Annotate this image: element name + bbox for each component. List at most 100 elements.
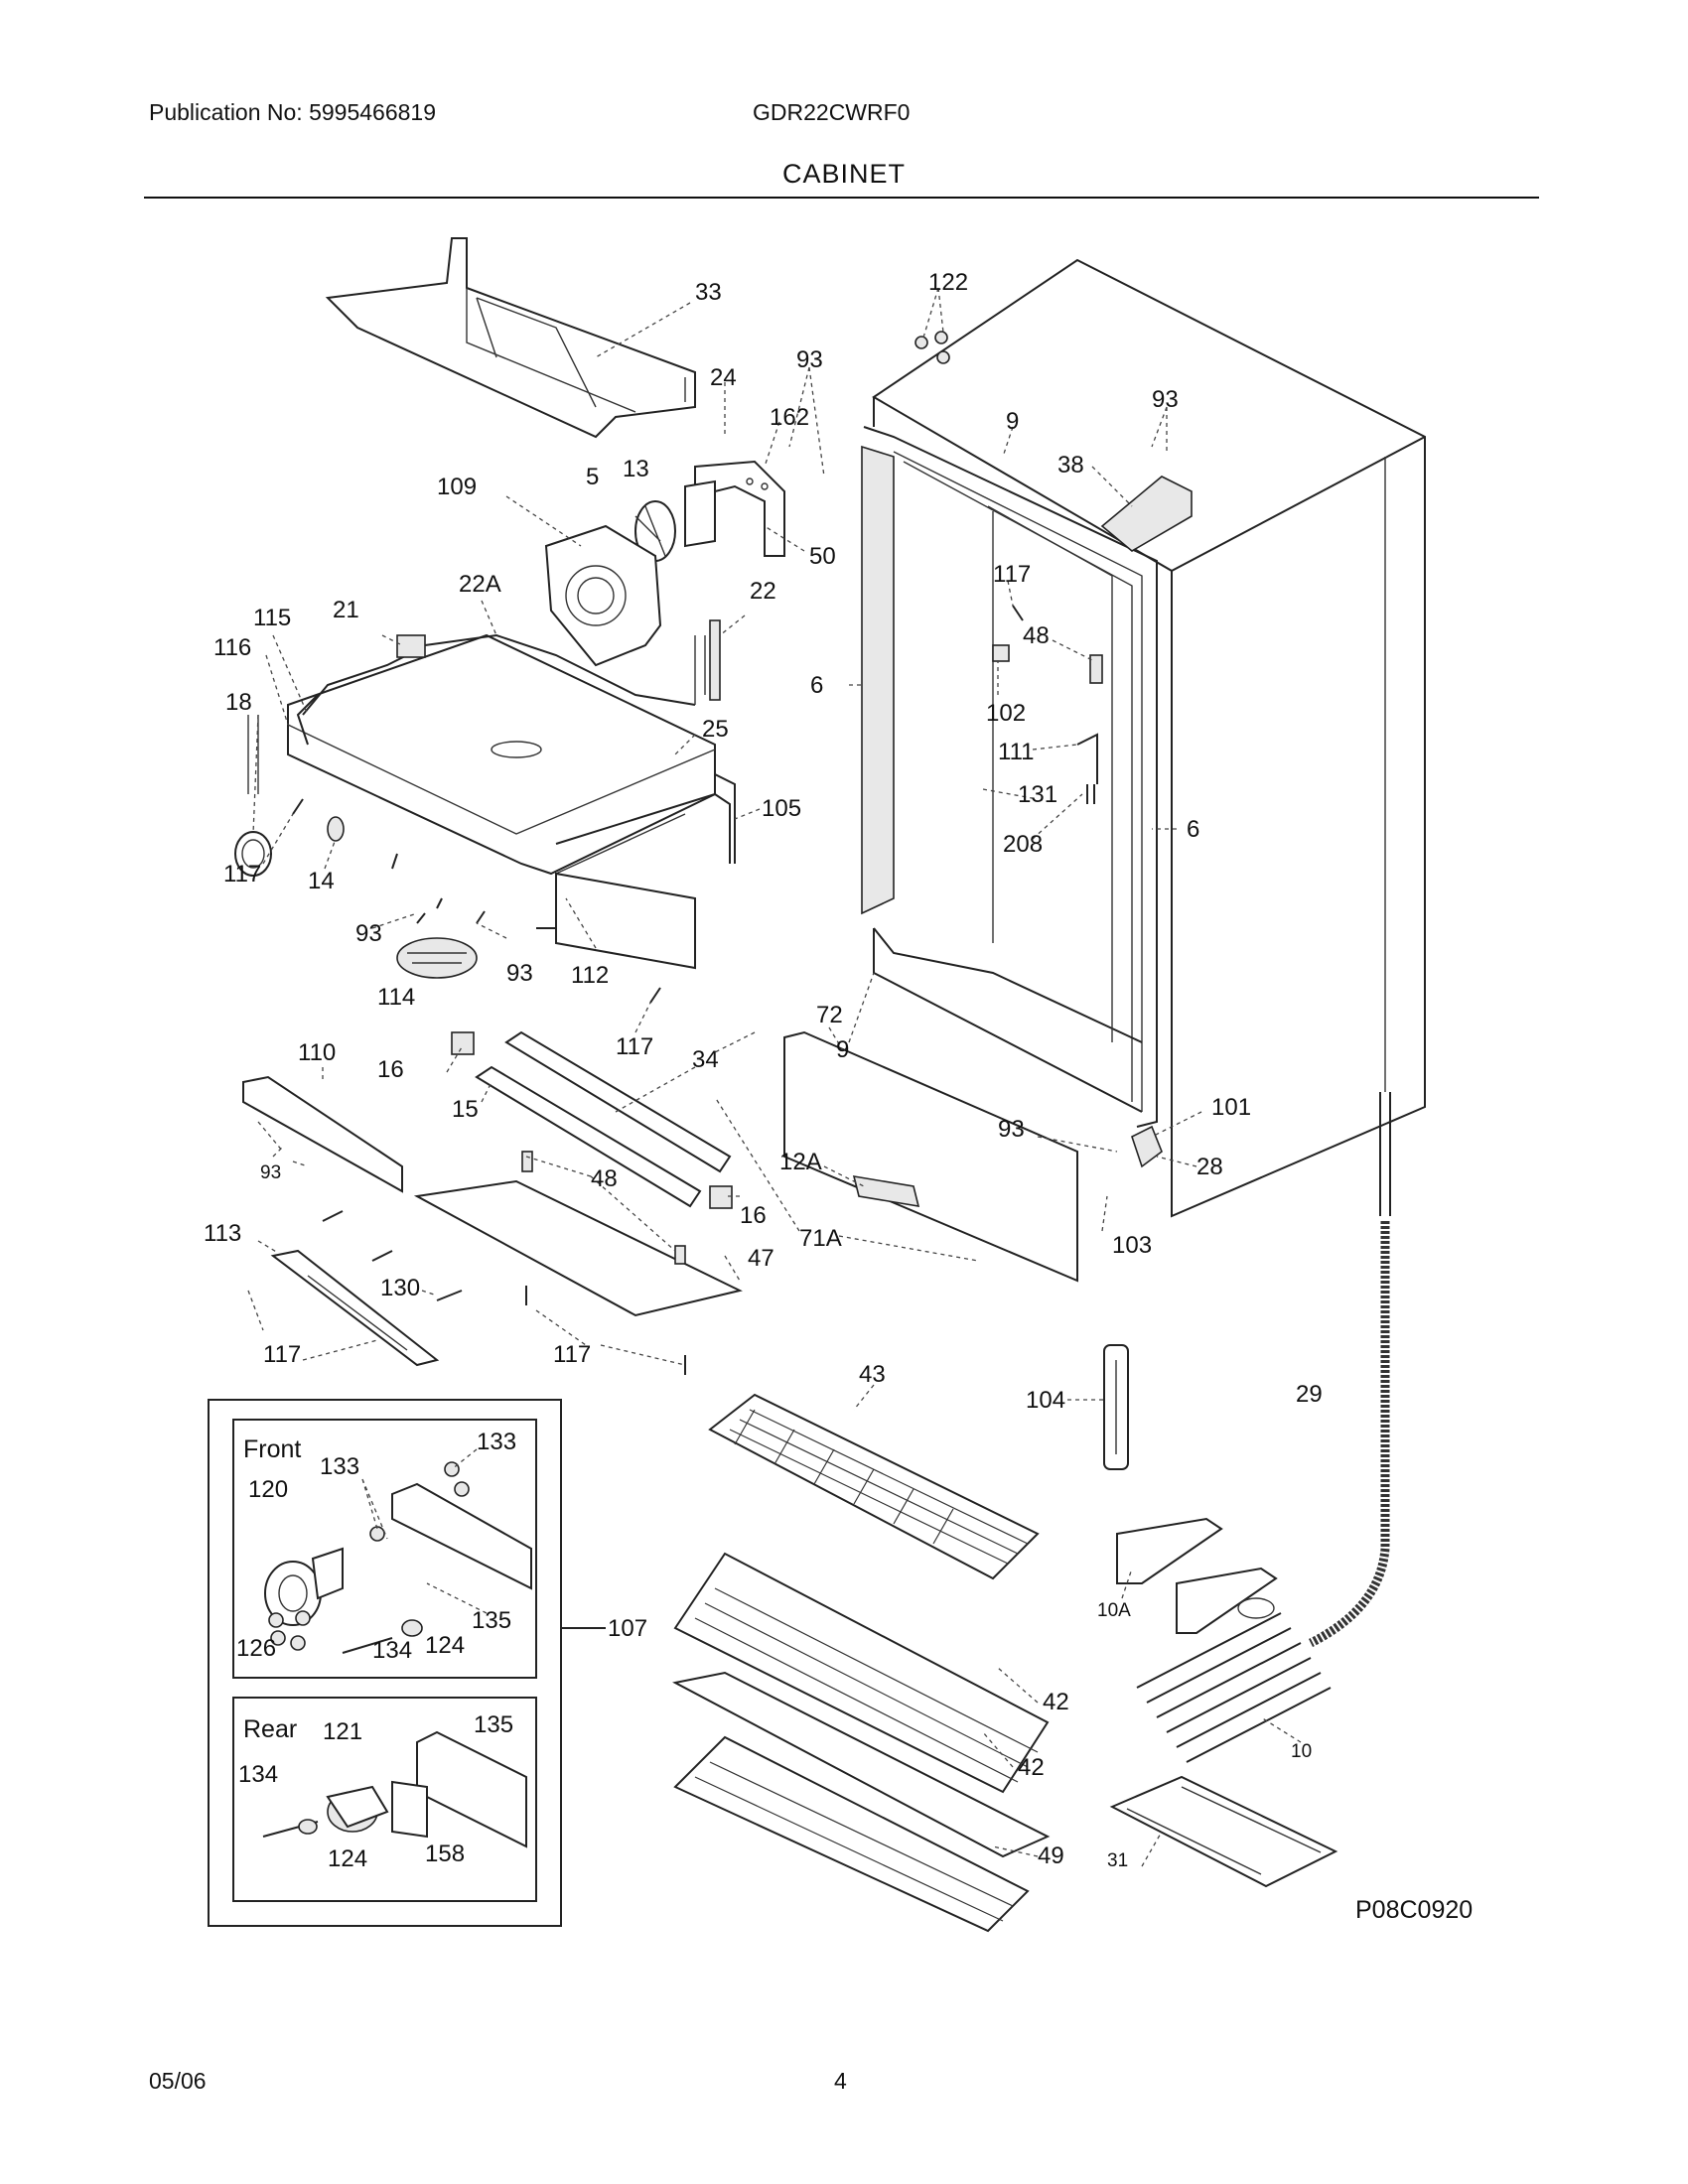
callout-33: 33: [695, 279, 722, 306]
callout-49: 49: [1038, 1843, 1064, 1869]
part-116-heater-wire: [296, 694, 319, 746]
callout-104: 104: [1026, 1387, 1065, 1414]
callout-111: 111: [998, 739, 1034, 765]
callout-25: 25: [702, 716, 729, 743]
callout-22: 22: [750, 578, 776, 605]
part-42-shelf-b: [672, 1671, 1051, 1858]
callout-158: 158: [425, 1841, 465, 1867]
callout-31: 31: [1107, 1850, 1128, 1871]
callout-105: 105: [762, 795, 801, 822]
inset-rear-title: Rear: [243, 1715, 297, 1743]
callout-labels: 33 24 93 162 5 13 109 50 22A 22 21 115 1…: [204, 269, 1323, 1872]
callout-120: 120: [248, 1476, 288, 1503]
callout-117-bracket: 117: [263, 1341, 301, 1368]
callout-133-left: 133: [320, 1453, 359, 1480]
callout-24: 24: [710, 364, 737, 391]
cabinet-small-parts: [992, 605, 1103, 804]
callout-48-cabinet: 48: [1023, 622, 1050, 649]
header-rule: [144, 197, 1539, 199]
callout-93-fan: 93: [796, 346, 823, 373]
callout-9-top: 9: [1006, 408, 1019, 435]
callout-117-shield: 117: [553, 1341, 591, 1368]
callout-18: 18: [225, 689, 252, 716]
part-22A-wiring: [424, 633, 696, 706]
rear-caster-inset: [232, 1697, 537, 1902]
cabinet-front-frame: [863, 426, 1158, 1128]
page-number: 4: [834, 2068, 847, 2094]
callout-162: 162: [770, 404, 809, 431]
front-caster-hardware: [268, 1461, 470, 1654]
callout-6-left: 6: [810, 672, 823, 699]
callout-47: 47: [748, 1245, 774, 1272]
callout-93-grille-left: 93: [355, 920, 382, 947]
part-135-front-rail: [391, 1482, 532, 1590]
caster-inset-frame: [208, 1399, 562, 1927]
callout-16-bottom: 16: [740, 1202, 767, 1229]
callout-114: 114: [377, 984, 415, 1011]
part-18-grommet: [234, 831, 272, 877]
part-16-end-cap-b: [709, 1185, 733, 1209]
part-6-door-gasket: [861, 445, 895, 915]
callout-121: 121: [323, 1718, 362, 1745]
leader-lines: [247, 287, 1302, 1867]
part-121-rear-caster: [326, 1785, 389, 1833]
callout-15: 15: [452, 1096, 479, 1123]
callout-48-shield: 48: [591, 1165, 618, 1192]
callout-93-grille-right: 93: [506, 960, 533, 987]
callout-122: 122: [928, 269, 968, 296]
callout-102: 102: [986, 700, 1026, 727]
callout-21: 21: [333, 597, 359, 623]
part-101-lower-hinge: [1131, 1125, 1163, 1168]
part-113-bracket: [270, 1249, 440, 1367]
part-72-kickplate: [783, 1030, 1078, 1283]
part-16-end-cap: [451, 1031, 475, 1055]
callout-134-front: 134: [372, 1637, 412, 1664]
callout-115: 115: [253, 605, 291, 631]
model-number: GDR22CWRF0: [753, 99, 911, 125]
callout-208: 208: [1003, 831, 1043, 858]
front-caster-inset: [232, 1419, 537, 1679]
part-122-plugs: [914, 331, 950, 364]
part-42-shelf-a: [673, 1552, 1050, 1794]
callout-93-cover: 93: [260, 1162, 281, 1183]
callout-116: 116: [213, 634, 251, 661]
screws-group-2: [322, 1210, 686, 1375]
callout-12A: 12A: [779, 1149, 822, 1175]
part-114-grille: [396, 937, 478, 979]
callout-133-right: 133: [477, 1429, 516, 1455]
part-104-thermometer: [1103, 1344, 1129, 1470]
part-34-tube: [504, 1030, 732, 1173]
callout-28: 28: [1196, 1154, 1223, 1180]
callout-50: 50: [809, 543, 836, 570]
callout-6-right: 6: [1187, 816, 1199, 843]
inset-front-title: Front: [243, 1435, 301, 1463]
callout-124-rear: 124: [328, 1845, 367, 1872]
part-43-shelf: [708, 1393, 1040, 1580]
callout-93-kickplate: 93: [998, 1116, 1025, 1143]
part-109-fan-shroud: [544, 524, 662, 667]
callout-38: 38: [1057, 452, 1084, 478]
callout-22A: 22A: [459, 571, 501, 598]
callout-72: 72: [816, 1002, 843, 1028]
part-47-light-shield: [413, 1151, 743, 1317]
callout-42-upper: 42: [1043, 1689, 1069, 1715]
callout-124-front: 124: [425, 1632, 465, 1659]
callout-135-rear: 135: [474, 1711, 513, 1738]
callout-5: 5: [586, 464, 599, 490]
callout-10A: 10A: [1097, 1600, 1131, 1621]
part-115-drain-heater: [302, 654, 408, 716]
callout-113: 113: [204, 1220, 241, 1247]
part-22-strip: [709, 619, 721, 701]
part-21-connector: [396, 634, 426, 658]
part-110-cover: [242, 1075, 403, 1193]
callout-109: 109: [437, 474, 477, 500]
part-10A-brackets: [1116, 1517, 1278, 1634]
callout-112: 112: [571, 962, 609, 989]
callout-9-bottom: 9: [836, 1036, 849, 1063]
callout-130: 130: [380, 1275, 420, 1301]
callout-42-lower: 42: [1018, 1754, 1045, 1781]
callout-13: 13: [623, 456, 649, 482]
callout-131: 131: [1018, 781, 1057, 808]
part-120-front-caster: [264, 1547, 344, 1626]
part-25-evaporator-cover: [287, 633, 736, 929]
